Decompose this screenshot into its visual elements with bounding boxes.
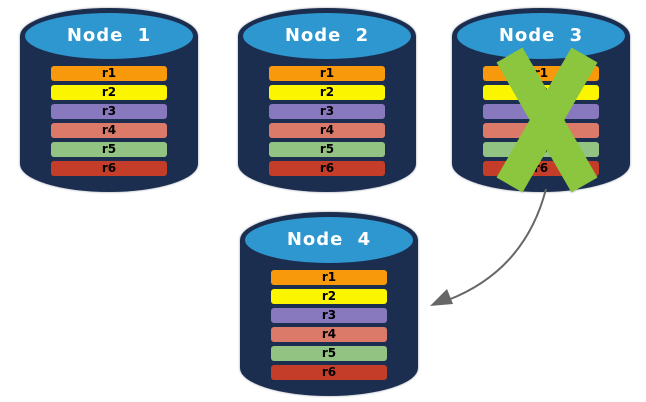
node-2-row-r2: r2 <box>269 85 385 100</box>
node-1-row-r1: r1 <box>51 66 167 81</box>
arrow-curve <box>447 188 547 301</box>
node-4-row-r6: r6 <box>271 365 387 380</box>
node-3-title: Node 3 <box>498 25 584 46</box>
node-4-row-r1: r1 <box>271 270 387 285</box>
node-4-row-r4: r4 <box>271 327 387 342</box>
node-4-row-r3: r3 <box>271 308 387 323</box>
node-1-row-r3: r3 <box>51 104 167 119</box>
node-1-rows: r1 r2 r3 r4 r5 r6 <box>51 66 167 176</box>
node-2-rows: r1 r2 r3 r4 r5 r6 <box>269 66 385 176</box>
node-2-row-r4: r4 <box>269 123 385 138</box>
node-1-cylinder-top <box>20 8 198 64</box>
node-1-row-r2: r2 <box>51 85 167 100</box>
node-4-title: Node 4 <box>286 229 372 250</box>
node-1-title: Node 1 <box>66 25 152 46</box>
node-2-row-r6: r6 <box>269 161 385 176</box>
node-4-row-r2: r2 <box>271 289 387 304</box>
node-2-row-r3: r3 <box>269 104 385 119</box>
node-1-row-r5: r5 <box>51 142 167 157</box>
node-1-row-r6: r6 <box>51 161 167 176</box>
failure-x-icon <box>452 8 630 193</box>
node-1: Node 1 r1 r2 r3 r4 r5 r6 <box>20 8 198 192</box>
node-1-row-r4: r4 <box>51 123 167 138</box>
node-2-title: Node 2 <box>284 25 370 46</box>
node-2-row-r1: r1 <box>269 66 385 81</box>
arrowhead-icon <box>430 289 453 306</box>
node-3-cylinder-top <box>452 8 630 64</box>
node-4-rows: r1 r2 r3 r4 r5 r6 <box>271 270 387 380</box>
node-4: Node 4 r1 r2 r3 r4 r5 r6 <box>240 212 418 396</box>
node-2-row-r5: r5 <box>269 142 385 157</box>
node-3: Node 3 r1 r2 r3 r4 r5 r6 <box>452 8 630 193</box>
node-2-cylinder-top <box>238 8 416 64</box>
node-4-row-r5: r5 <box>271 346 387 361</box>
node-2: Node 2 r1 r2 r3 r4 r5 r6 <box>238 8 416 192</box>
node-4-cylinder-top <box>240 212 418 268</box>
